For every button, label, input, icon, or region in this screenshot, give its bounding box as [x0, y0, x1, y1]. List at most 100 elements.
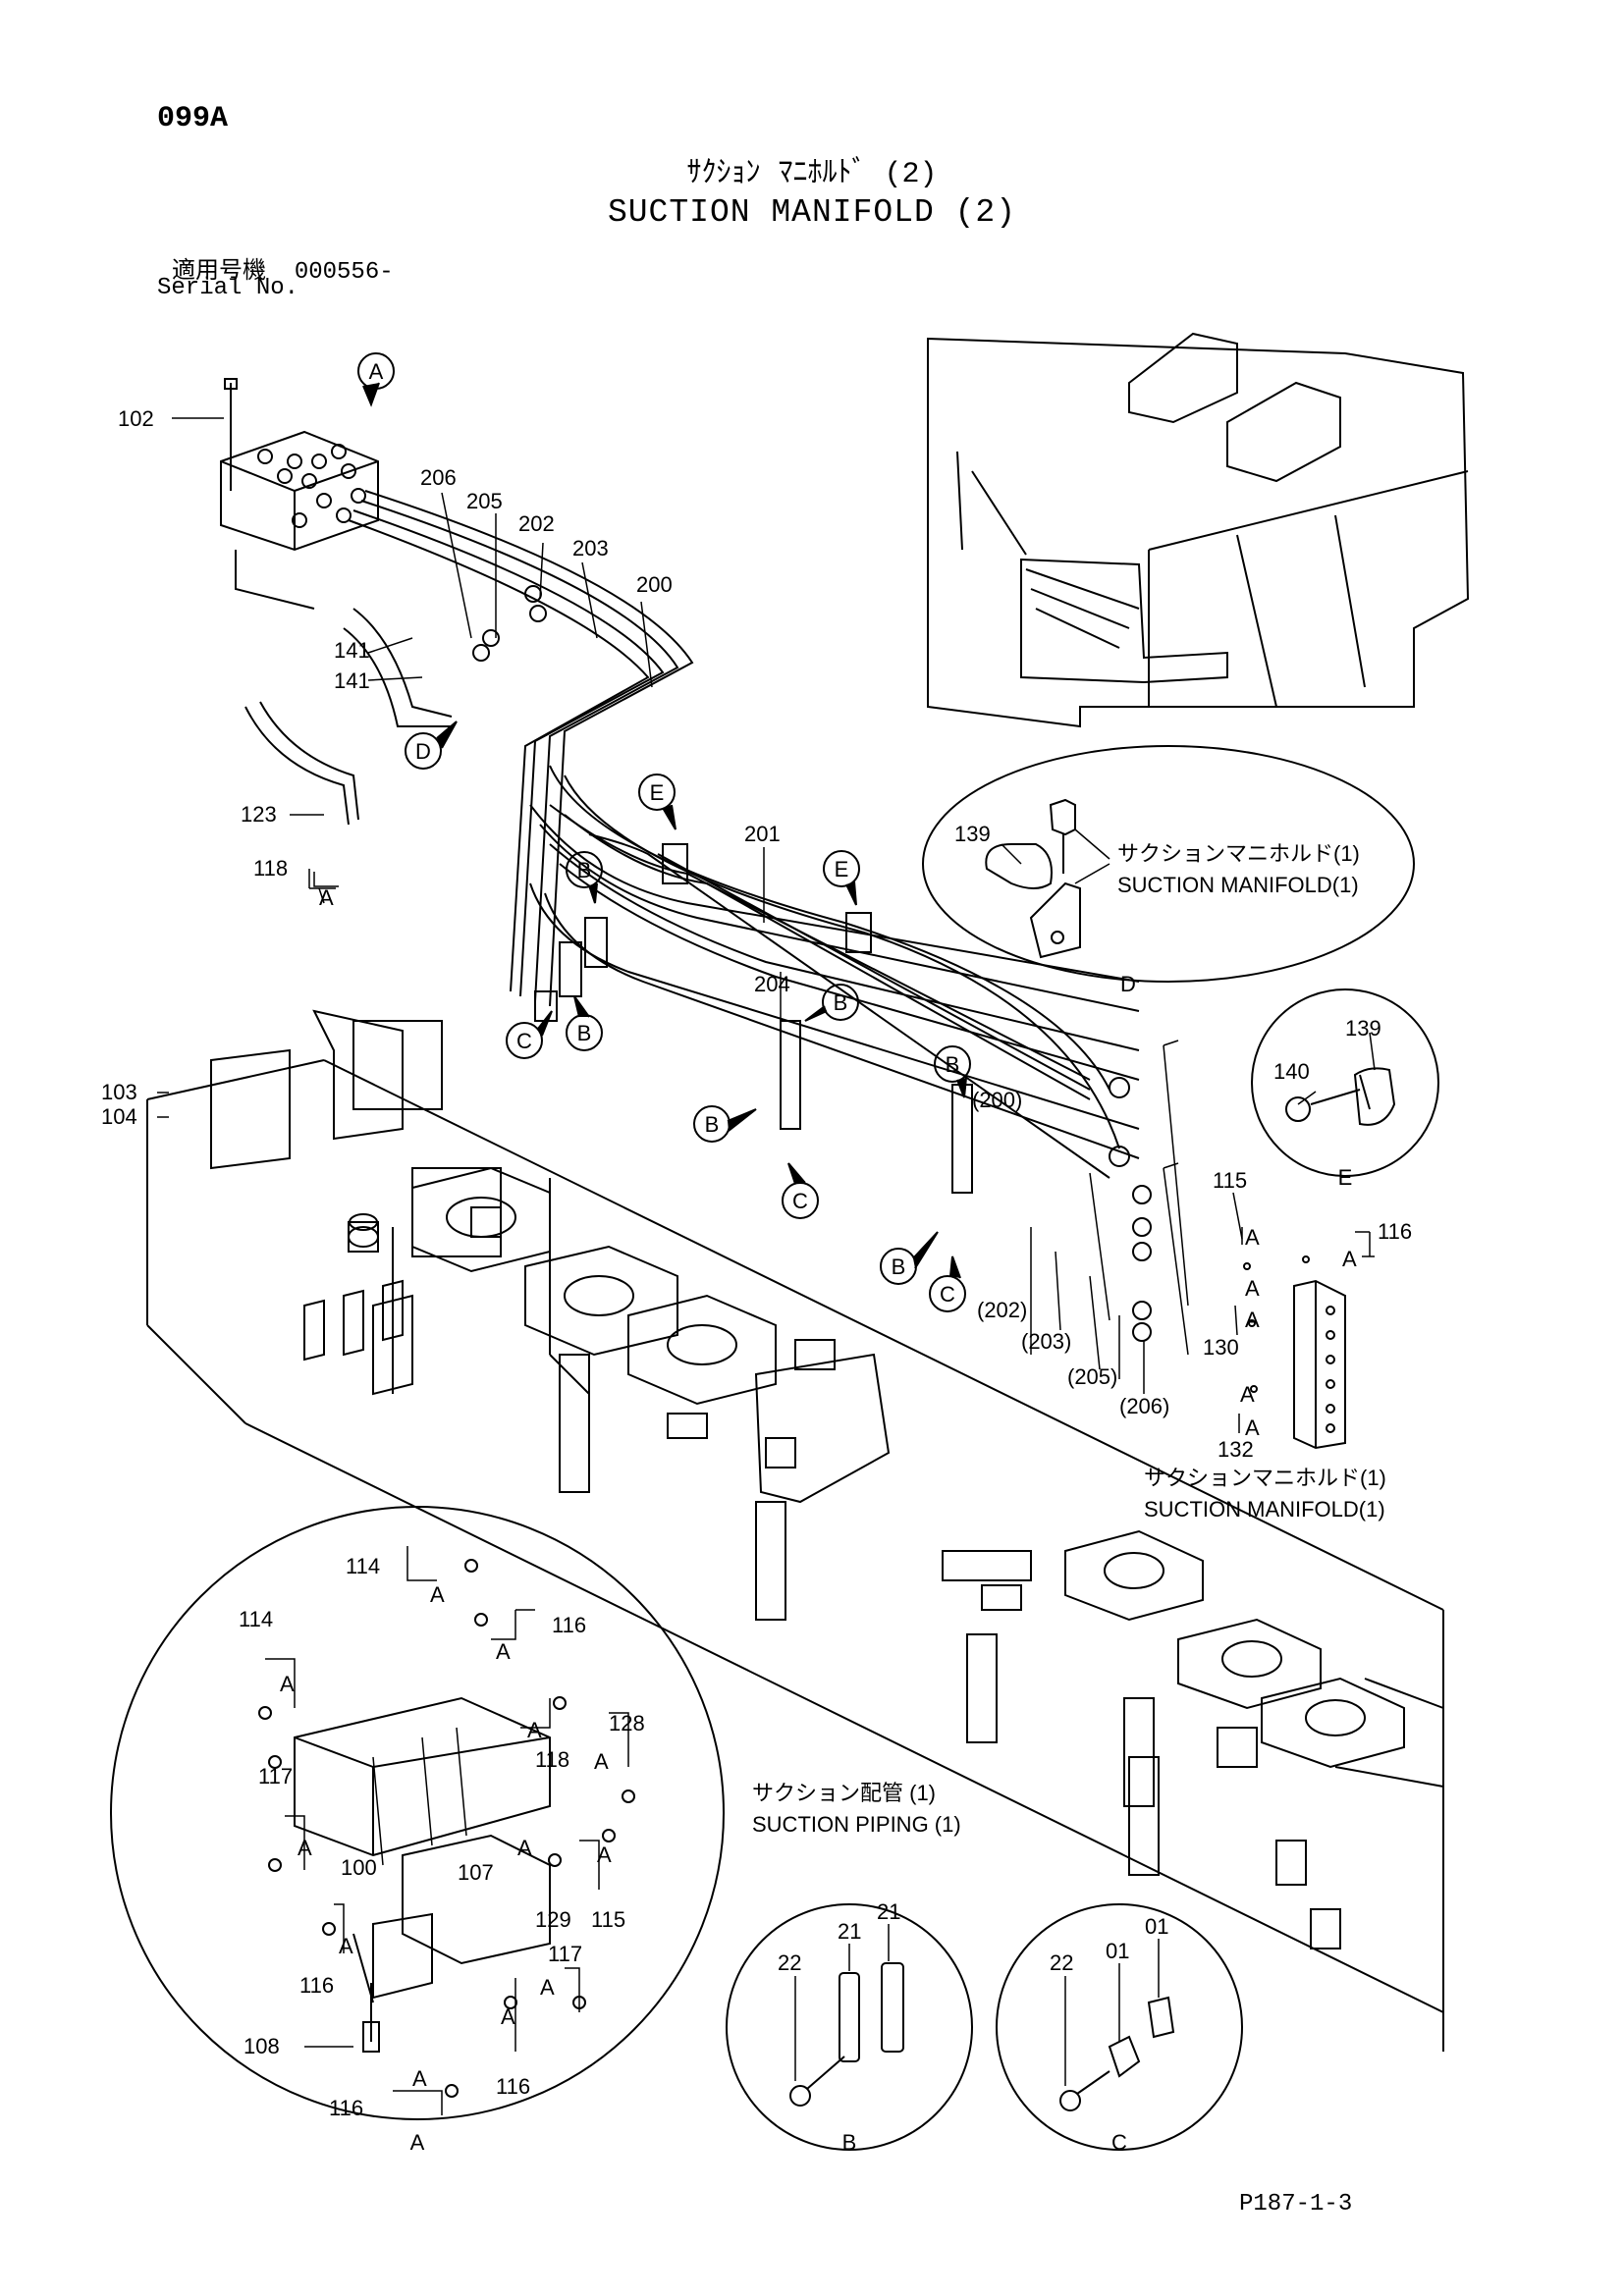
detail-view-e — [1251, 988, 1439, 1177]
a-marker-118: A — [319, 885, 334, 910]
detail-view-d — [922, 745, 1415, 983]
vb-label-21-b: 21 — [877, 1899, 900, 1924]
label-104: 104 — [101, 1104, 137, 1129]
page-code: P187-1-3 — [1239, 2191, 1353, 2217]
va-a-marker-10: A — [540, 1975, 555, 2000]
callout-c-main-1: C — [506, 1010, 553, 1059]
vb-label-21-a: 21 — [838, 1919, 861, 1944]
serial-value: 000556- — [294, 259, 394, 286]
suction-piping-1-jp: サクション配管 (1) — [752, 1781, 936, 1805]
label-204: 204 — [754, 972, 790, 996]
label-118: 118 — [253, 856, 288, 881]
va-label-128: 128 — [609, 1711, 645, 1735]
detail-d-labels: 139 サクションマニホルド(1) SUCTION MANIFOLD(1) D — [954, 822, 1360, 996]
suction-manifold-1-jp: サクションマニホルド(1) — [1144, 1466, 1386, 1490]
label-130: 130 — [1203, 1335, 1239, 1360]
label-205-ref: (205) — [1067, 1364, 1117, 1389]
valve-block — [220, 378, 379, 610]
label-206: 206 — [420, 465, 457, 490]
view-d-label: D — [1120, 972, 1136, 996]
title-english: SUCTION MANIFOLD (2) — [607, 194, 1017, 231]
va-a-marker-9: A — [339, 1934, 353, 1958]
label-116: 116 — [1378, 1219, 1412, 1244]
label-115: 115 — [1213, 1168, 1247, 1193]
callout-b-letter-4: B — [705, 1112, 720, 1137]
label-200-ref: (200) — [972, 1088, 1022, 1112]
frame-brackets — [210, 1009, 413, 1396]
va-a-marker-12: A — [412, 2066, 427, 2091]
detail-e-labels: 139 140 E — [1273, 1016, 1381, 1190]
serial-line-japanese: 適用号機 000556- — [172, 250, 394, 286]
suction-manifold-1-en: SUCTION MANIFOLD(1) — [1144, 1497, 1385, 1522]
va-label-129: 129 — [535, 1907, 571, 1932]
va-label-117-b: 117 — [548, 1942, 582, 1966]
callout-b-letter-5: B — [946, 1052, 960, 1077]
title-japanese: ｻｸｼｮﾝ ﾏﾆﾎﾙﾄﾞ (2) — [686, 158, 938, 191]
va-label-107: 107 — [458, 1860, 494, 1885]
va-a-marker-5: A — [594, 1749, 609, 1774]
callout-a-main: A — [357, 352, 395, 407]
label-203-ref: (203) — [1021, 1329, 1071, 1354]
va-label-116-a: 116 — [552, 1613, 586, 1637]
d-suction-manifold-jp: サクションマニホルド(1) — [1117, 841, 1360, 866]
callout-b-main-3: B — [804, 984, 859, 1022]
label-205: 205 — [466, 489, 503, 513]
part-labels: 102 206 205 202 203 200 141 141 123 118 … — [101, 406, 1412, 1837]
label-123: 123 — [241, 802, 277, 827]
callout-b-main-5: B — [934, 1045, 971, 1098]
label-206-ref: (206) — [1119, 1394, 1169, 1418]
label-201: 201 — [744, 822, 781, 846]
callout-b-letter-3: B — [834, 990, 848, 1015]
va-label-100: 100 — [341, 1855, 377, 1880]
va-a-marker-7: A — [517, 1836, 532, 1860]
label-202: 202 — [518, 511, 555, 536]
a-marker-130b: A — [1245, 1308, 1260, 1332]
document-code: 099A — [157, 102, 229, 135]
va-label-118: 118 — [535, 1747, 569, 1772]
label-139-e: 139 — [1345, 1016, 1381, 1041]
callout-b-main-6: B — [880, 1231, 939, 1285]
label-132: 132 — [1218, 1437, 1254, 1462]
view-e-label: E — [1338, 1165, 1353, 1190]
callout-c-letter-3: C — [940, 1282, 955, 1307]
detail-b-labels: 22 21 21 B — [778, 1899, 900, 2155]
callout-e-letter: E — [650, 780, 665, 805]
callout-c-letter: C — [516, 1029, 532, 1053]
a-marker-132b: A — [1245, 1415, 1260, 1440]
va-a-marker-4: A — [527, 1718, 542, 1742]
label-141-b: 141 — [334, 668, 370, 693]
callout-e-main-1: E — [638, 774, 677, 830]
pipe-routes — [244, 490, 1140, 1179]
callout-b-letter-2: B — [577, 1021, 592, 1045]
label-202-ref: (202) — [977, 1298, 1027, 1322]
a-marker-115: A — [1245, 1225, 1260, 1250]
a-marker-132a: A — [1240, 1382, 1255, 1407]
pipe-fittings — [472, 585, 1152, 1342]
label-139-d: 139 — [954, 822, 991, 846]
detail-view-c — [996, 1903, 1243, 2151]
machine-outline — [927, 332, 1470, 728]
callout-b-letter-6: B — [892, 1255, 906, 1279]
callout-c-letter-2: C — [792, 1189, 808, 1213]
detail-view-a — [110, 1506, 725, 2120]
leader-lines — [157, 417, 1375, 1433]
callout-a-letter: A — [369, 359, 384, 384]
va-a-marker-2: A — [280, 1672, 295, 1696]
frame-outline — [146, 1020, 1444, 2052]
view-b-label: B — [842, 2130, 857, 2155]
label-203: 203 — [572, 536, 609, 561]
vc-label-01-b: 01 — [1145, 1914, 1168, 1939]
label-102: 102 — [118, 406, 154, 431]
va-label-116-d: 116 — [329, 2096, 363, 2120]
callout-e-letter-2: E — [835, 857, 849, 881]
detail-c-labels: 22 01 01 C — [1050, 1914, 1168, 2155]
suction-manifold-bar — [1293, 1279, 1346, 1450]
callout-e-main-2: E — [823, 850, 860, 906]
d-suction-manifold-en: SUCTION MANIFOLD(1) — [1117, 873, 1359, 897]
label-103: 103 — [101, 1080, 137, 1104]
vb-label-22: 22 — [778, 1950, 801, 1975]
callout-c-main-2: C — [782, 1162, 819, 1219]
label-140: 140 — [1273, 1059, 1310, 1084]
va-label-114-b: 114 — [239, 1607, 273, 1631]
